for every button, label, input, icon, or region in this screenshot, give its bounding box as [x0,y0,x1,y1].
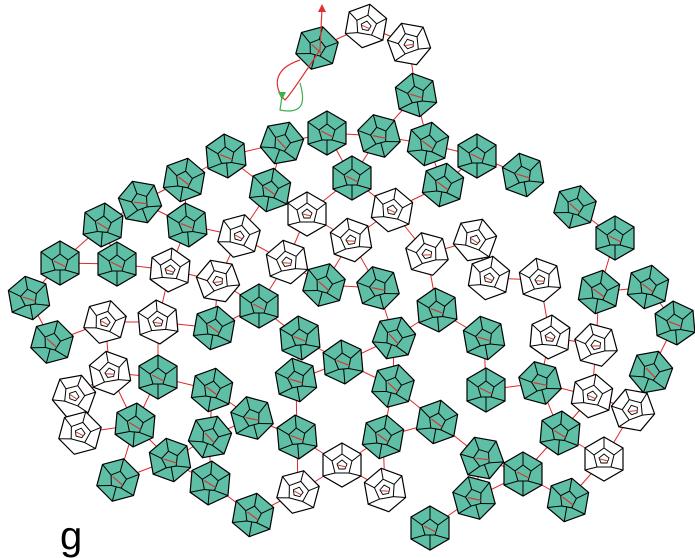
filled-cage [257,116,308,170]
filled-cage [450,472,498,524]
filled-cage [333,156,371,200]
filled-cage [114,401,156,448]
filled-cage [625,262,670,312]
filled-cage [576,267,621,317]
open-cage [466,253,511,303]
open-cage [215,210,263,262]
open-cage [288,192,326,236]
open-cage [343,1,388,51]
open-cage [323,443,361,487]
panel-label: g [60,516,82,556]
open-cage [137,298,179,345]
filled-cage [276,413,318,460]
open-cage [384,17,435,71]
open-cage [369,185,414,235]
open-cage [193,254,244,308]
filled-cage [596,216,634,260]
filled-cage [230,490,275,540]
filled-cage [516,357,564,409]
filled-cage [228,392,276,444]
filled-cage [189,365,234,415]
filled-cage [240,284,278,328]
filled-cage [369,311,420,365]
filled-cage [161,155,206,205]
filled-cage [322,338,364,385]
green-arrow [278,83,303,111]
open-cage [517,255,562,305]
filled-cage [147,435,192,485]
cage-layer [6,1,695,550]
filled-cage [94,454,142,506]
filled-cage [28,316,76,368]
filled-cage [185,410,236,464]
filled-cage [360,412,405,462]
filled-cage [411,506,449,550]
filled-cage [461,313,506,363]
open-cage [264,237,309,287]
open-cage [362,465,407,515]
filled-cage [416,286,458,333]
open-cage [328,215,373,265]
filled-cage [191,303,236,353]
open-cage [274,466,322,518]
filled-cage [414,397,459,447]
open-cage [572,319,620,371]
filled-cage [166,201,208,248]
filled-cage [308,111,346,155]
open-cage [403,228,451,280]
open-cage [149,246,191,293]
filled-cage [405,119,450,169]
filled-cage [293,22,341,74]
filled-cage [247,165,292,215]
filled-cage [279,314,321,361]
filled-cage [654,299,695,346]
filled-cage [467,368,505,412]
filled-cage [273,355,318,405]
open-cage [81,296,129,348]
open-cage [56,407,104,459]
open-cage [529,313,571,360]
filled-cage [500,150,545,200]
filled-cage [205,132,247,179]
filled-cage [458,134,496,178]
filled-cage [82,201,124,248]
filled-cage [139,355,177,399]
filled-cage [189,459,231,506]
filled-cage [98,242,136,286]
filled-cage [369,360,417,412]
filled-cage [457,431,508,485]
filled-cage [551,181,599,233]
filled-cage [354,262,402,314]
